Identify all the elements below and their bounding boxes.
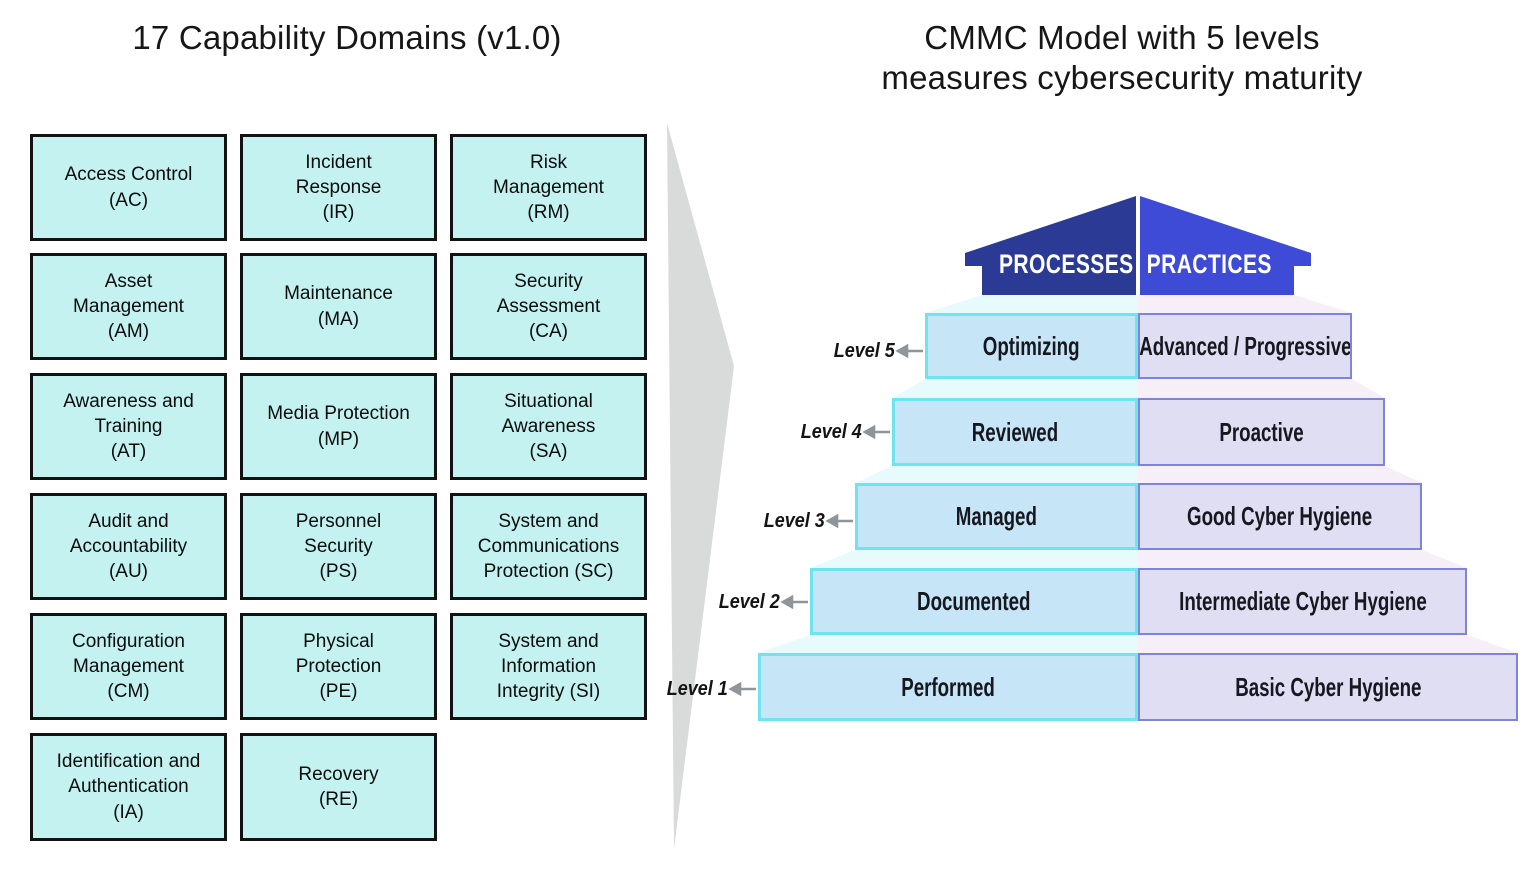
domain-box-risk-management: Risk Management (RM) — [450, 134, 647, 241]
tier2-practice-cell: Intermediate Cyber Hygiene — [1138, 568, 1467, 635]
tier5-practice-label: Advanced / Progressive — [1138, 330, 1352, 361]
level-4-label: Level 4 — [800, 421, 862, 443]
tier4-top-right — [1138, 379, 1385, 398]
level-4-arrow — [862, 424, 890, 440]
tier5-practice-cell: Advanced / Progressive — [1138, 313, 1352, 379]
level-1-arrow — [728, 681, 756, 697]
tier4-process-label: Reviewed — [971, 416, 1059, 447]
level-3-label: Level 3 — [763, 510, 825, 532]
level-5-label: Level 5 — [833, 340, 895, 362]
domain-box-asset-management: Asset Management (AM) — [30, 253, 227, 360]
domain-box-incident-response: Incident Response (IR) — [240, 134, 437, 241]
right-title: CMMC Model with 5 levels measures cybers… — [881, 19, 1363, 96]
tier4-top-left — [892, 379, 1138, 398]
domain-box-audit-accountability: Audit and Accountability (AU) — [30, 493, 227, 600]
tier1-process-cell: Performed — [758, 653, 1138, 721]
tier4-practice-cell: Proactive — [1138, 398, 1385, 466]
domain-box-awareness-training: Awareness and Training (AT) — [30, 373, 227, 480]
domain-box-maintenance: Maintenance (MA) — [240, 253, 437, 360]
domain-box-media-protection: Media Protection (MP) — [240, 373, 437, 480]
tier3-process-label: Managed — [955, 501, 1038, 531]
level-3-arrow — [825, 513, 853, 529]
transition-arrow-shape — [667, 123, 734, 849]
roof-practices-shape — [1140, 196, 1311, 295]
domain-box-access-control: Access Control (AC) — [30, 134, 227, 241]
tier5-process-label: Optimizing — [983, 330, 1080, 361]
left-title: 17 Capability Domains (v1.0) — [132, 19, 562, 56]
domain-box-identification-authentication: Identification and Authentication (IA) — [30, 733, 227, 841]
roof-processes-shape — [965, 196, 1136, 295]
tier1-top-left — [758, 635, 1138, 653]
domain-box-recovery: Recovery (RE) — [240, 733, 437, 841]
tier1-process-label: Performed — [901, 671, 995, 702]
level-2-label: Level 2 — [718, 591, 780, 613]
domain-box-physical-protection: Physical Protection (PE) — [240, 613, 437, 720]
tier2-practice-label: Intermediate Cyber Hygiene — [1178, 586, 1427, 616]
domain-box-situational-awareness: Situational Awareness (SA) — [450, 373, 647, 480]
tier5-top-right — [1138, 295, 1352, 313]
tier2-process-cell: Documented — [810, 568, 1138, 635]
tier3-top-left — [855, 466, 1138, 483]
roof-label-processes: PROCESSES — [998, 248, 1134, 279]
tier2-process-label: Documented — [917, 586, 1031, 616]
tier5-process-cell: Optimizing — [925, 313, 1138, 379]
domain-box-system-information: System and Information Integrity (SI) — [450, 613, 647, 720]
tier1-practice-label: Basic Cyber Hygiene — [1234, 671, 1422, 702]
domain-box-security-assessment: Security Assessment (CA) — [450, 253, 647, 360]
domain-box-personnel-security: Personnel Security (PS) — [240, 493, 437, 600]
level-5-arrow — [895, 343, 923, 359]
tier3-process-cell: Managed — [855, 483, 1138, 550]
tier5-top-left — [925, 295, 1138, 313]
tier1-practice-cell: Basic Cyber Hygiene — [1138, 653, 1518, 721]
domain-box-configuration-management: Configuration Management (CM) — [30, 613, 227, 720]
tier3-top-right — [1138, 466, 1422, 483]
tier2-top-left — [810, 550, 1138, 568]
level-1-label: Level 1 — [666, 678, 728, 700]
tier3-practice-label: Good Cyber Hygiene — [1187, 501, 1373, 531]
level-2-arrow — [780, 594, 808, 610]
tier4-process-cell: Reviewed — [892, 398, 1138, 466]
tier2-top-right — [1138, 550, 1467, 568]
tier4-practice-label: Proactive — [1219, 416, 1304, 447]
tier3-practice-cell: Good Cyber Hygiene — [1138, 483, 1422, 550]
domain-box-system-communications: System and Communications Protection (SC… — [450, 493, 647, 600]
tier1-top-right — [1138, 635, 1518, 653]
roof-label-practices: PRACTICES — [1146, 248, 1273, 279]
